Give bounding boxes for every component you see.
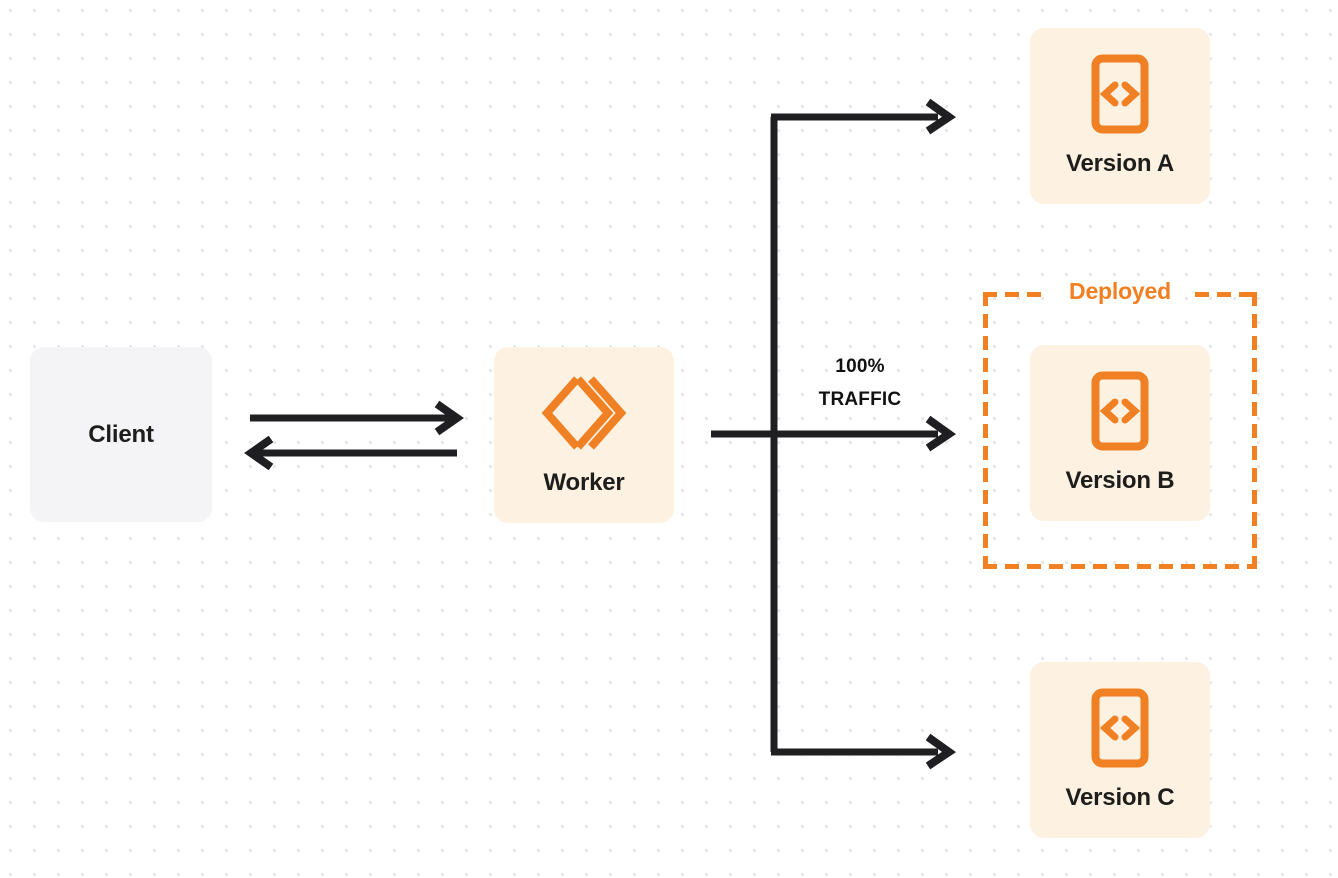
- version-c-label: Version C: [1065, 784, 1175, 811]
- arrow-worker-to-client: [244, 435, 457, 471]
- traffic-label: 100% TRAFFIC: [790, 350, 930, 416]
- version-b-label: Version B: [1065, 467, 1175, 494]
- arrow-worker-to-version-b: [711, 415, 957, 452]
- worker-node[interactable]: Worker: [494, 347, 674, 523]
- cloudflare-workers-logo-icon: [542, 373, 626, 453]
- version-c-node[interactable]: Version C: [1030, 662, 1210, 838]
- deployed-frame-border-left: [983, 292, 988, 569]
- code-brackets-icon: [1091, 54, 1149, 134]
- client-label: Client: [88, 420, 154, 448]
- arrow-client-to-worker: [250, 400, 464, 436]
- deployed-frame-border-top-left: [983, 292, 1046, 297]
- deployed-badge-label: Deployed: [1060, 277, 1180, 305]
- code-brackets-icon: [1091, 688, 1149, 768]
- version-a-label: Version A: [1065, 150, 1175, 177]
- code-brackets-icon: [1091, 371, 1149, 451]
- version-b-node[interactable]: Version B: [1030, 345, 1210, 521]
- traffic-unit: TRAFFIC: [818, 389, 902, 410]
- deployed-frame-border-top-right: [1195, 292, 1257, 297]
- deployed-frame-border-right: [1252, 292, 1257, 569]
- deployed-frame-border-bottom: [983, 564, 1257, 569]
- arrow-worker-to-version-c: [771, 733, 957, 770]
- traffic-percent: 100%: [835, 356, 885, 377]
- deployed-frame: Deployed: [983, 277, 1257, 569]
- client-node[interactable]: Client: [30, 347, 212, 522]
- version-a-node[interactable]: Version A: [1030, 28, 1210, 204]
- arrow-worker-to-version-a: [771, 98, 957, 135]
- worker-label: Worker: [543, 469, 625, 496]
